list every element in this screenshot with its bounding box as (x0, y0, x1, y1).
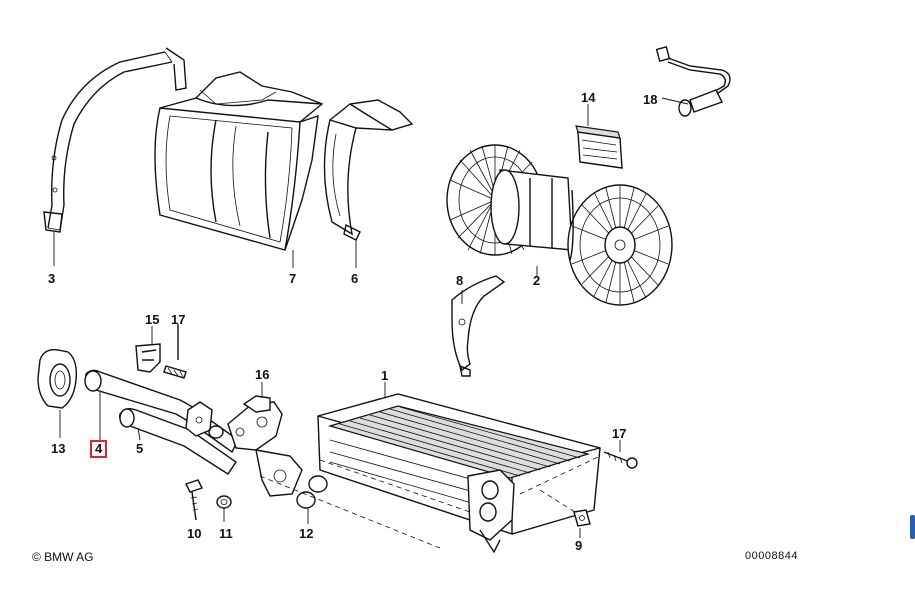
clip-drawing (135, 326, 161, 373)
part-label-2[interactable]: 2 (533, 273, 541, 288)
resistor-drawing (575, 104, 623, 169)
part-label-16[interactable]: 16 (255, 367, 270, 382)
part-label-5[interactable]: 5 (136, 441, 144, 456)
screw-drawing-b (519, 440, 638, 495)
part-label-11[interactable]: 11 (219, 526, 233, 541)
part-label-17b[interactable]: 17 (612, 426, 627, 441)
part-label-3[interactable]: 3 (48, 271, 56, 286)
part-label-6[interactable]: 6 (351, 271, 359, 286)
part-label-10[interactable]: 10 (187, 526, 202, 541)
part-label-15[interactable]: 15 (145, 312, 160, 327)
diagram-id: 00008844 (745, 550, 798, 562)
part-label-14[interactable]: 14 (581, 90, 596, 105)
blower-housing-half-drawing (154, 71, 324, 268)
blower-motor-drawing (446, 144, 673, 306)
water-valve-drawing (227, 382, 303, 497)
clip-nut-drawing (539, 489, 591, 538)
part-label-17a[interactable]: 17 (171, 312, 186, 327)
heater-pipes-drawing (84, 369, 239, 475)
part-label-13[interactable]: 13 (51, 441, 66, 456)
scrollbar-edge[interactable] (910, 515, 915, 539)
heater-core-drawing (259, 382, 601, 554)
part-label-18[interactable]: 18 (643, 92, 658, 107)
part-label-4-highlighted[interactable]: 4 (89, 440, 108, 458)
part-label-1[interactable]: 1 (381, 368, 389, 383)
grommet-drawing (37, 349, 78, 438)
blower-housing-cover-drawing (323, 99, 414, 268)
temperature-sensor-drawing (655, 46, 731, 117)
screw-drawing-a (163, 324, 187, 379)
copyright-text: © BMW AG (32, 550, 94, 564)
part-label-9[interactable]: 9 (575, 538, 583, 553)
fasteners-drawing (185, 475, 328, 524)
motor-clamp-drawing (451, 275, 506, 377)
bracket-strap-drawing (43, 47, 187, 266)
part-label-12[interactable]: 12 (299, 526, 314, 541)
part-label-7[interactable]: 7 (289, 271, 297, 286)
part-label-8[interactable]: 8 (456, 273, 464, 288)
